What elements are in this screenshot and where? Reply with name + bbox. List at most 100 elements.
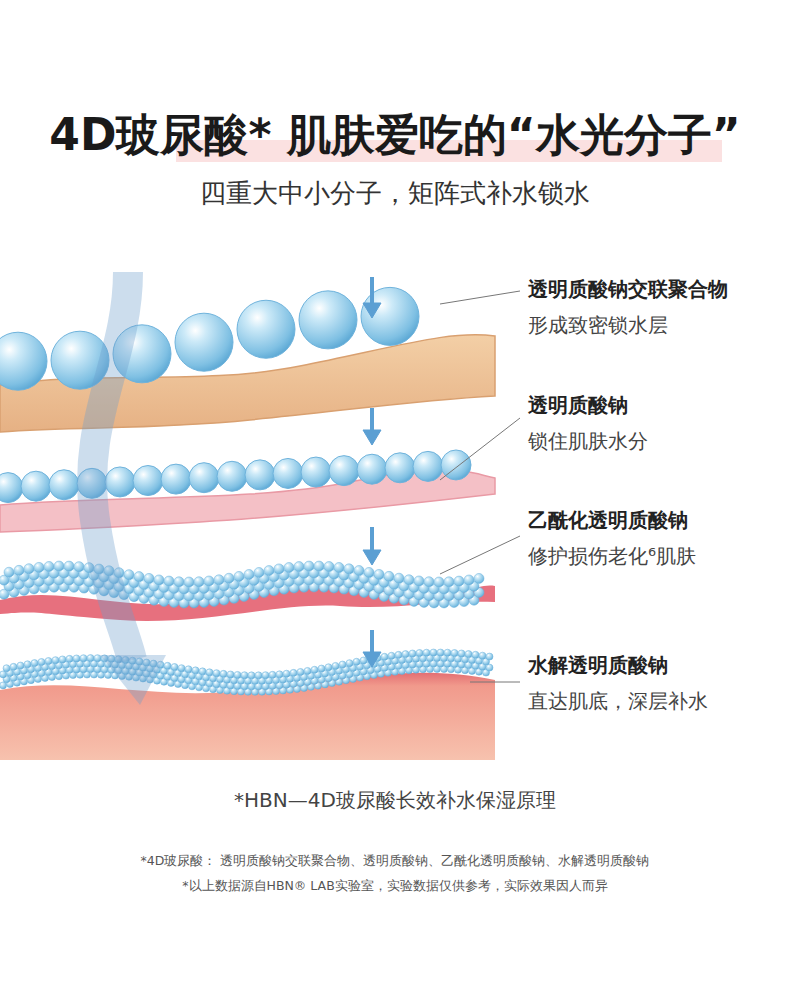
tiny-molecule (479, 652, 486, 659)
skin-layers (0, 335, 495, 760)
tiny-molecule (304, 667, 311, 674)
tiny-molecule (80, 655, 87, 662)
tiny-molecule (297, 668, 304, 675)
tiny-molecule (171, 663, 178, 670)
tiny-molecule (87, 655, 94, 662)
small-molecule (174, 577, 184, 587)
tiny-molecule (451, 649, 458, 656)
layer-description: 修护损伤老化⁶肌肤 (528, 543, 696, 570)
tiny-molecule (388, 652, 395, 659)
medium-molecule (301, 457, 331, 487)
small-molecule (154, 575, 164, 585)
large-molecule (361, 287, 419, 345)
tiny-molecule (255, 672, 262, 679)
small-molecule (224, 573, 234, 583)
small-molecule (324, 562, 334, 572)
tiny-molecule (220, 670, 227, 677)
small-molecule (464, 575, 474, 585)
hyaluronic-molecules (0, 287, 493, 695)
layer-description: 形成致密锁水层 (528, 312, 668, 339)
tiny-molecule (423, 649, 430, 656)
small-molecule (204, 576, 214, 586)
small-molecule (254, 567, 264, 577)
tiny-molecule (311, 666, 318, 673)
small-molecule (334, 562, 344, 572)
small-molecule (414, 576, 424, 586)
footnote: *4D玻尿酸： 透明质酸钠交联聚合物、透明质酸钠、乙酰化透明质酸钠、水解透明质酸… (141, 853, 650, 870)
small-molecule (344, 564, 354, 574)
small-molecule (444, 577, 454, 587)
small-molecule (354, 566, 364, 576)
tiny-molecule (472, 651, 479, 658)
tiny-molecule (430, 649, 437, 656)
tiny-molecule (66, 655, 73, 662)
small-molecule (244, 569, 254, 579)
tiny-molecule (10, 663, 17, 670)
tiny-molecule (192, 667, 199, 674)
medium-molecule (217, 461, 247, 491)
small-molecule (454, 576, 464, 586)
tiny-molecule (3, 665, 10, 672)
tiny-molecule (360, 657, 367, 664)
small-molecule (434, 577, 444, 587)
small-molecule (474, 573, 484, 583)
tiny-molecule (31, 660, 38, 667)
tiny-molecule (199, 668, 206, 675)
tiny-molecule (353, 658, 360, 665)
footnote: *以上数据源自HBN® LAB实验室，实验数据仅供参考，实际效果因人而异 (182, 878, 607, 895)
small-molecule (384, 571, 394, 581)
tiny-molecule (185, 666, 192, 673)
small-molecule (134, 572, 144, 582)
penetration-arrow (92, 272, 132, 660)
tiny-molecule (94, 655, 101, 662)
tiny-molecule (325, 664, 332, 671)
small-molecule (74, 562, 84, 572)
leader-lines (440, 291, 520, 682)
small-molecule (34, 562, 44, 572)
small-molecule (264, 566, 274, 576)
small-molecule (194, 577, 204, 587)
layer-heading: 透明质酸钠 (528, 392, 628, 419)
medium-molecule (161, 464, 191, 494)
tiny-molecule (332, 662, 339, 669)
tiny-molecule (465, 651, 472, 658)
tiny-molecule (206, 669, 213, 676)
tiny-molecule (276, 671, 283, 678)
tiny-molecule (45, 657, 52, 664)
tiny-molecule (52, 657, 59, 664)
small-molecule (64, 561, 74, 571)
layer-heading: 水解透明质酸钠 (528, 652, 668, 679)
tiny-molecule (318, 665, 325, 672)
small-molecule (394, 573, 404, 583)
small-molecule (304, 561, 314, 571)
tiny-molecule (227, 671, 234, 678)
tiny-molecule (234, 671, 241, 678)
medium-molecule (357, 454, 387, 484)
tiny-molecule (346, 660, 353, 667)
layer-heading: 透明质酸钠交联聚合物 (528, 276, 728, 303)
small-molecule (294, 562, 304, 572)
medium-molecule (21, 471, 51, 501)
medium-molecule (105, 467, 135, 497)
large-molecule (237, 300, 295, 358)
tiny-molecule (290, 669, 297, 676)
tiny-molecule (73, 655, 80, 662)
medium-molecule (49, 470, 79, 500)
tiny-molecule (416, 649, 423, 656)
small-molecule (14, 565, 24, 575)
small-molecule (24, 564, 34, 574)
tiny-molecule (444, 649, 451, 656)
tiny-molecule (164, 662, 171, 669)
tiny-molecule (24, 661, 31, 668)
tiny-molecule (241, 672, 248, 679)
tiny-molecule (402, 651, 409, 658)
medium-molecule (133, 466, 163, 496)
tiny-molecule (262, 672, 269, 679)
small-molecule (364, 567, 374, 577)
tiny-molecule (381, 653, 388, 660)
tiny-molecule (486, 653, 493, 660)
medium-molecule (189, 463, 219, 493)
medium-molecule (413, 451, 443, 481)
tiny-molecule (409, 650, 416, 657)
small-molecule (284, 563, 294, 573)
